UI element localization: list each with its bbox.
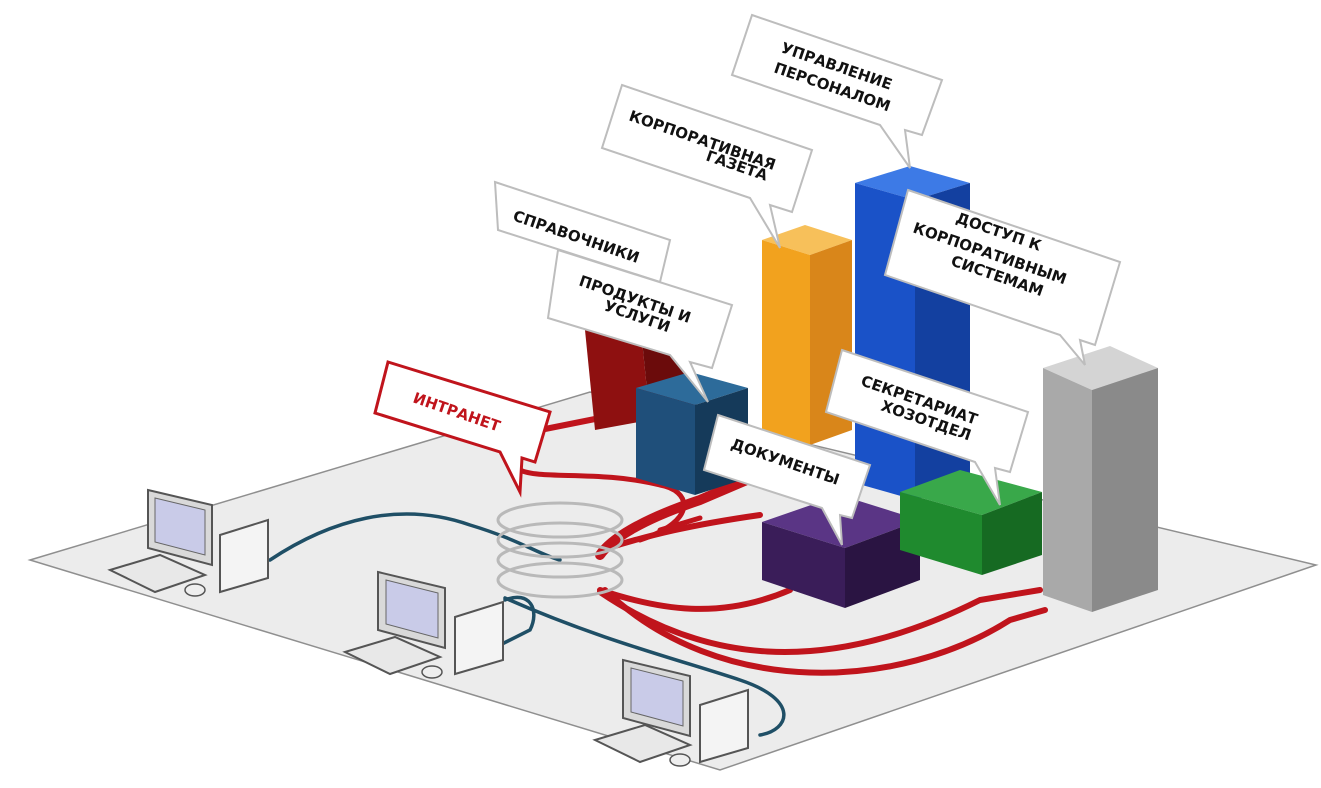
callout-intranet: ИНТРАНЕТ xyxy=(373,360,552,498)
workstation-2 xyxy=(342,570,504,679)
box-sekretariat xyxy=(900,470,1042,575)
callout-dokumenty: ДОКУМЕНТЫ xyxy=(702,413,872,546)
intranet-rings xyxy=(496,501,624,599)
workstation-cables xyxy=(268,512,786,737)
workstation-1 xyxy=(107,488,269,597)
callout-gazeta: КОРПОРАТИВНАЯ ГАЗЕТА xyxy=(600,83,814,249)
floor-plane xyxy=(27,391,1319,771)
box-dostup xyxy=(1043,346,1158,612)
workstation-3 xyxy=(592,658,749,767)
callout-sekretariat: СЕКРЕТАРИАТ ХОЗОТДЕЛ xyxy=(824,348,1030,506)
